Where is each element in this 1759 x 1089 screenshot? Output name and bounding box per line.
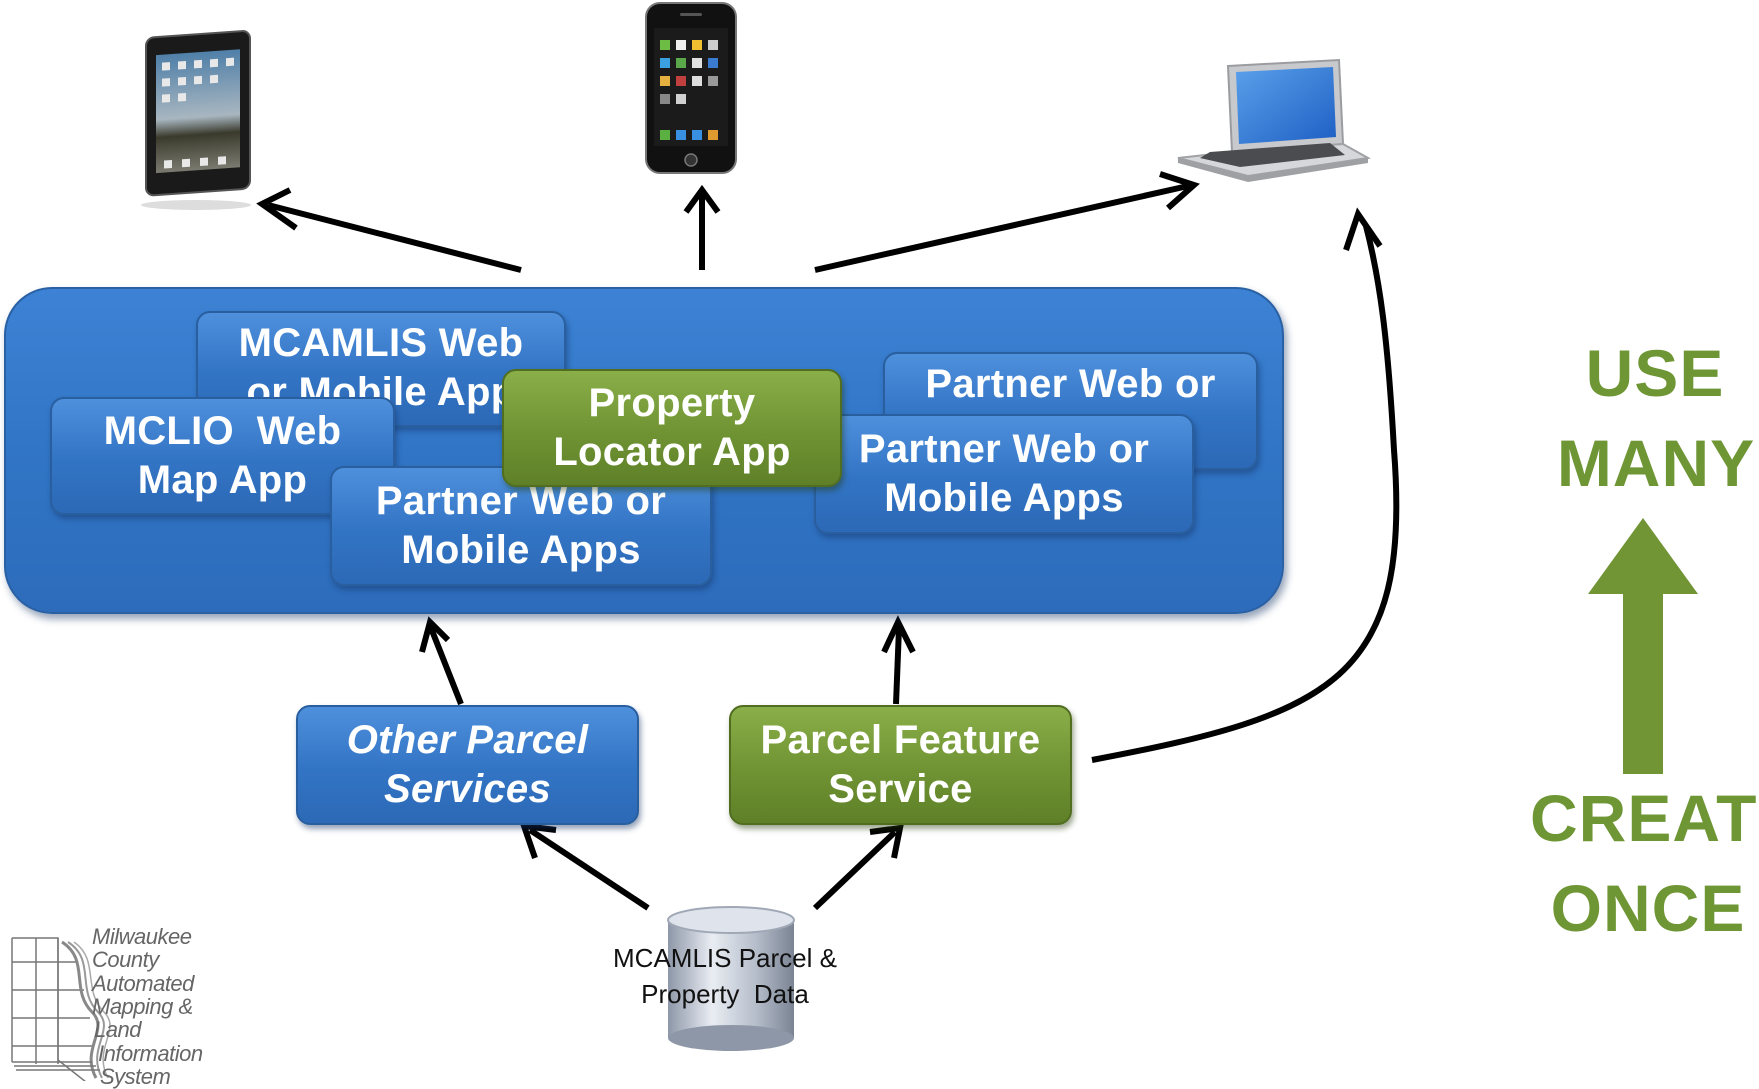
logo-line-4: Mapping & [92, 993, 193, 1019]
arrow-other-to-apps [428, 626, 464, 706]
arrow-to-laptop-head [1159, 171, 1200, 211]
database-label-line2: Property Data [641, 979, 809, 1010]
arrow-db-to-feature [812, 829, 898, 911]
tablet-icon [141, 30, 251, 210]
arrow-feature-to-apps [893, 627, 902, 705]
other-parcel-services-line2: Services [384, 767, 551, 811]
logo-line-6: Information [98, 1040, 203, 1066]
arrow-to-phone-head [683, 184, 721, 214]
database-label-line1: MCAMLIS Parcel & [613, 943, 837, 973]
arrow-db-to-other [528, 827, 650, 911]
once-label: ONCE [1550, 871, 1746, 945]
property-locator-app-line2: Locator App [553, 430, 791, 474]
create-label: CREATE [1530, 781, 1759, 855]
smartphone-icon [645, 2, 737, 174]
mclio-web-map-app-line1: MCLIO Web [103, 409, 342, 454]
parcel-feature-service-line1: Parcel Feature [760, 718, 1041, 763]
arrows-services-to-apps [419, 615, 916, 706]
partner-apps-right-back-label: Partner Web or [925, 362, 1216, 406]
arrows-db-to-services [519, 822, 904, 911]
arrows-to-devices [256, 171, 1200, 273]
other-parcel-services-line1: Other Parcel [346, 718, 589, 763]
mcamlis-logo-icon [11, 937, 111, 1081]
use-label: USE [1585, 336, 1725, 410]
logo-line-1: Milwaukee [92, 924, 192, 949]
logo-line-3: Automated [92, 970, 194, 996]
arrow-to-tablet [267, 202, 522, 273]
arrow-feature-to-laptop [1091, 207, 1400, 763]
parcel-feature-service-box: Parcel Feature Service [729, 705, 1072, 825]
parcel-feature-service-line2: Service [828, 767, 973, 811]
mcamlis-web-app-label: MCAMLIS Web or Mobile App [238, 321, 524, 414]
mcamlis-logo-text: Milwaukee County Automated Mapping & Lan… [92, 924, 203, 1089]
database-label: MCAMLIS Parcel & Property Data [590, 940, 860, 1013]
other-parcel-services-box: Other Parcel Services [296, 705, 639, 825]
partner-apps-right-front-line2: Mobile Apps [884, 476, 1124, 520]
arrow-to-laptop [814, 183, 1189, 273]
up-arrow-icon [1588, 518, 1698, 774]
mclio-web-map-app-line2: Map App [137, 458, 308, 502]
database-icon [667, 906, 795, 1051]
property-locator-app-line1: Property [588, 381, 756, 426]
partner-apps-right-front-line1: Partner Web or [858, 427, 1150, 472]
logo-line-5: Land [94, 1017, 141, 1043]
many-label: MANY [1556, 426, 1756, 500]
partner-apps-center-line2: Mobile Apps [401, 528, 641, 572]
arrow-to-tablet-head [256, 187, 298, 231]
partner-apps-right-front-box: Partner Web or Mobile Apps [814, 414, 1194, 534]
logo-line-2: County [92, 947, 159, 973]
laptop-icon [1177, 58, 1372, 182]
property-locator-app-box: Property Locator App [502, 369, 842, 487]
logo-line-7: System [100, 1063, 171, 1089]
